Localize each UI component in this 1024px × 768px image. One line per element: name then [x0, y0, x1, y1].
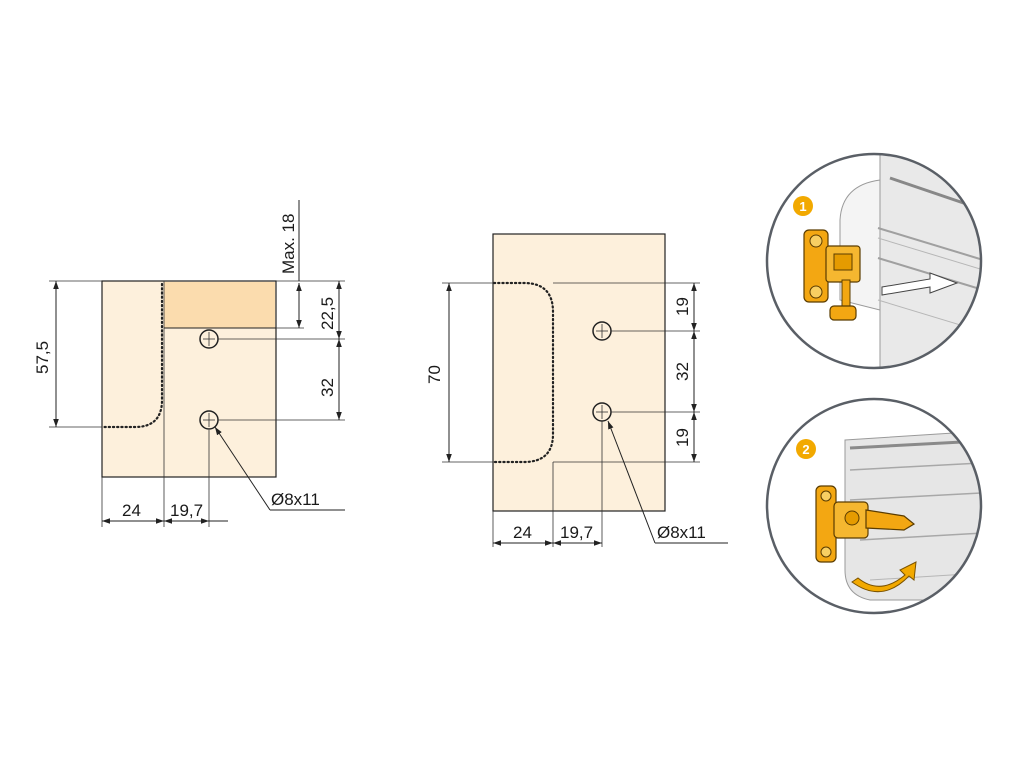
step-1-illustration: 1: [765, 152, 983, 370]
hinge-rotate-icon: [815, 485, 916, 563]
left-dim-max18: Max. 18: [279, 214, 298, 274]
left-dim-22-5: 22,5: [318, 297, 337, 330]
left-dim-19-7: 19,7: [170, 501, 203, 520]
right-dim-70: 70: [425, 365, 444, 384]
right-hole-callout: Ø8x11: [657, 523, 706, 542]
left-dim-32: 32: [318, 378, 337, 397]
right-cutout-outline: [492, 281, 555, 464]
right-dim-19-top: 19: [673, 297, 692, 316]
right-dim-19-7: 19,7: [560, 523, 593, 542]
right-mounting-diagram: 70 19 32 19 24 19,7 Ø8x11: [425, 233, 728, 547]
right-panel: [492, 233, 666, 512]
step-1-badge: [793, 196, 813, 216]
left-dim-57-5: 57,5: [33, 341, 52, 374]
right-dim-32: 32: [673, 362, 692, 381]
left-hole-callout: Ø8x11: [271, 490, 320, 509]
left-dim-24: 24: [122, 501, 141, 520]
right-dim-24: 24: [513, 523, 532, 542]
right-dim-19-bottom: 19: [673, 428, 692, 447]
step-1-badge-number: 1: [799, 199, 806, 214]
left-mounting-diagram: Max. 18 22,5 32 57,5 24 19,7 Ø8x11: [33, 200, 345, 527]
step-2-badge-number: 2: [802, 442, 809, 457]
step-2-badge: [796, 439, 816, 459]
step-2-illustration: 2: [765, 397, 983, 615]
hinge-insert-icon: [803, 229, 861, 321]
left-overlay-zone: [164, 282, 275, 328]
left-cutout-outline: [101, 282, 164, 429]
